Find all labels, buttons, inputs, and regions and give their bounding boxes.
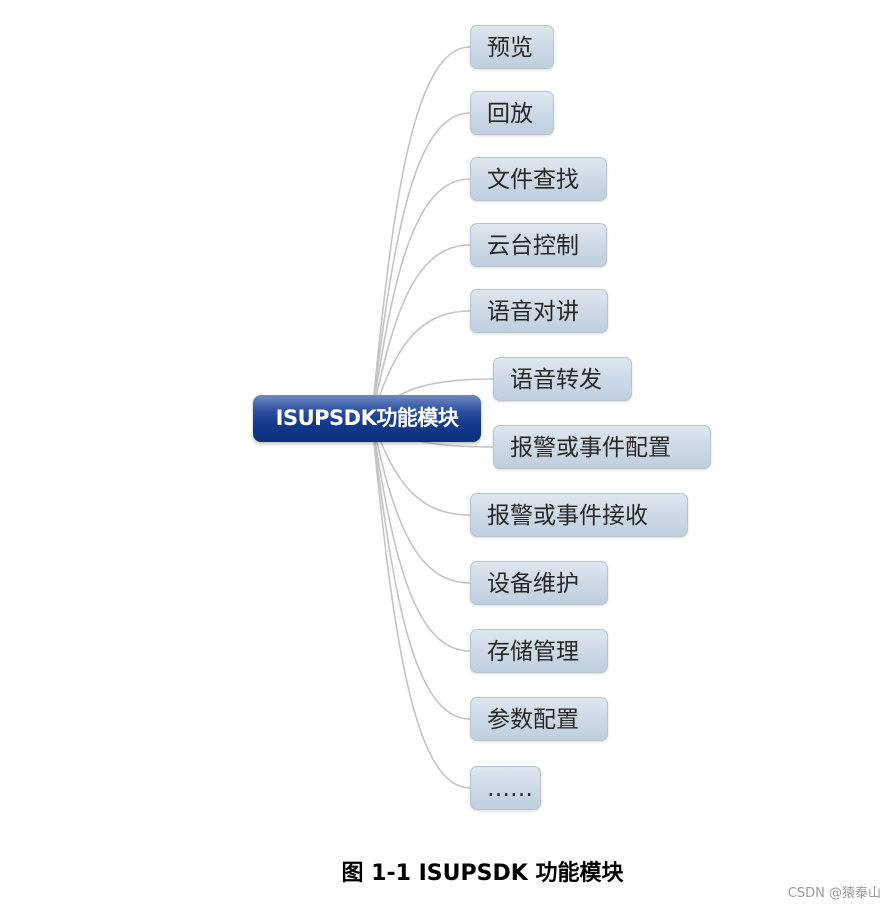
node-label: 存储管理 xyxy=(487,639,579,665)
node-alarm-config: 报警或事件配置 xyxy=(493,425,711,469)
node-label: 参数配置 xyxy=(487,707,579,733)
node-parameter-config: 参数配置 xyxy=(470,697,608,741)
node-voice-talk: 语音对讲 xyxy=(470,289,608,333)
node-label: 语音转发 xyxy=(510,367,602,393)
node-label: 预览 xyxy=(487,35,533,61)
connector-line xyxy=(370,418,471,720)
connector-line xyxy=(370,418,471,652)
node-label: …… xyxy=(487,776,533,802)
root-node-label: ISUPSDK功能模块 xyxy=(275,406,459,430)
node-label: 报警或事件接收 xyxy=(487,503,648,529)
connector-line xyxy=(370,178,471,419)
node-label: 云台控制 xyxy=(487,233,579,259)
node-preview: 预览 xyxy=(470,25,554,69)
node-label: 语音对讲 xyxy=(487,299,579,325)
node-label: 报警或事件配置 xyxy=(510,435,671,461)
node-alarm-receive: 报警或事件接收 xyxy=(470,493,688,537)
node-ellipsis: …… xyxy=(470,766,541,810)
node-ptz-control: 云台控制 xyxy=(470,223,607,267)
node-label: 回放 xyxy=(487,101,533,127)
connector-line xyxy=(370,418,471,584)
node-file-search: 文件查找 xyxy=(470,157,607,201)
connector-line xyxy=(370,112,471,419)
connector-line xyxy=(370,418,471,789)
node-voice-forward: 语音转发 xyxy=(493,357,632,401)
node-label: 文件查找 xyxy=(487,167,579,193)
node-device-maintenance: 设备维护 xyxy=(470,561,608,605)
node-storage-management: 存储管理 xyxy=(470,629,608,673)
watermark: CSDN @猿泰山 xyxy=(787,886,881,901)
node-label: 设备维护 xyxy=(487,571,579,597)
root-node-isupsdk-modules: ISUPSDK功能模块 xyxy=(253,395,481,442)
connector-line xyxy=(370,244,471,419)
figure-caption: 图 1-1 ISUPSDK 功能模块 xyxy=(341,861,624,886)
node-playback: 回放 xyxy=(470,91,554,135)
connector-line xyxy=(370,46,471,419)
